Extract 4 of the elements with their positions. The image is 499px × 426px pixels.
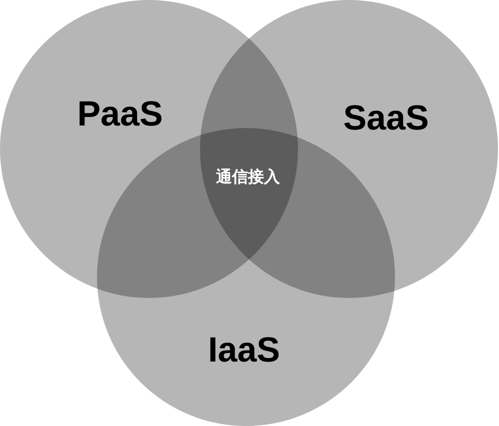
set-label: PaaS (77, 96, 163, 132)
set-label: SaaS (343, 100, 429, 136)
intersection-label: 通信接入 (216, 169, 280, 185)
set-label: IaaS (208, 332, 280, 368)
